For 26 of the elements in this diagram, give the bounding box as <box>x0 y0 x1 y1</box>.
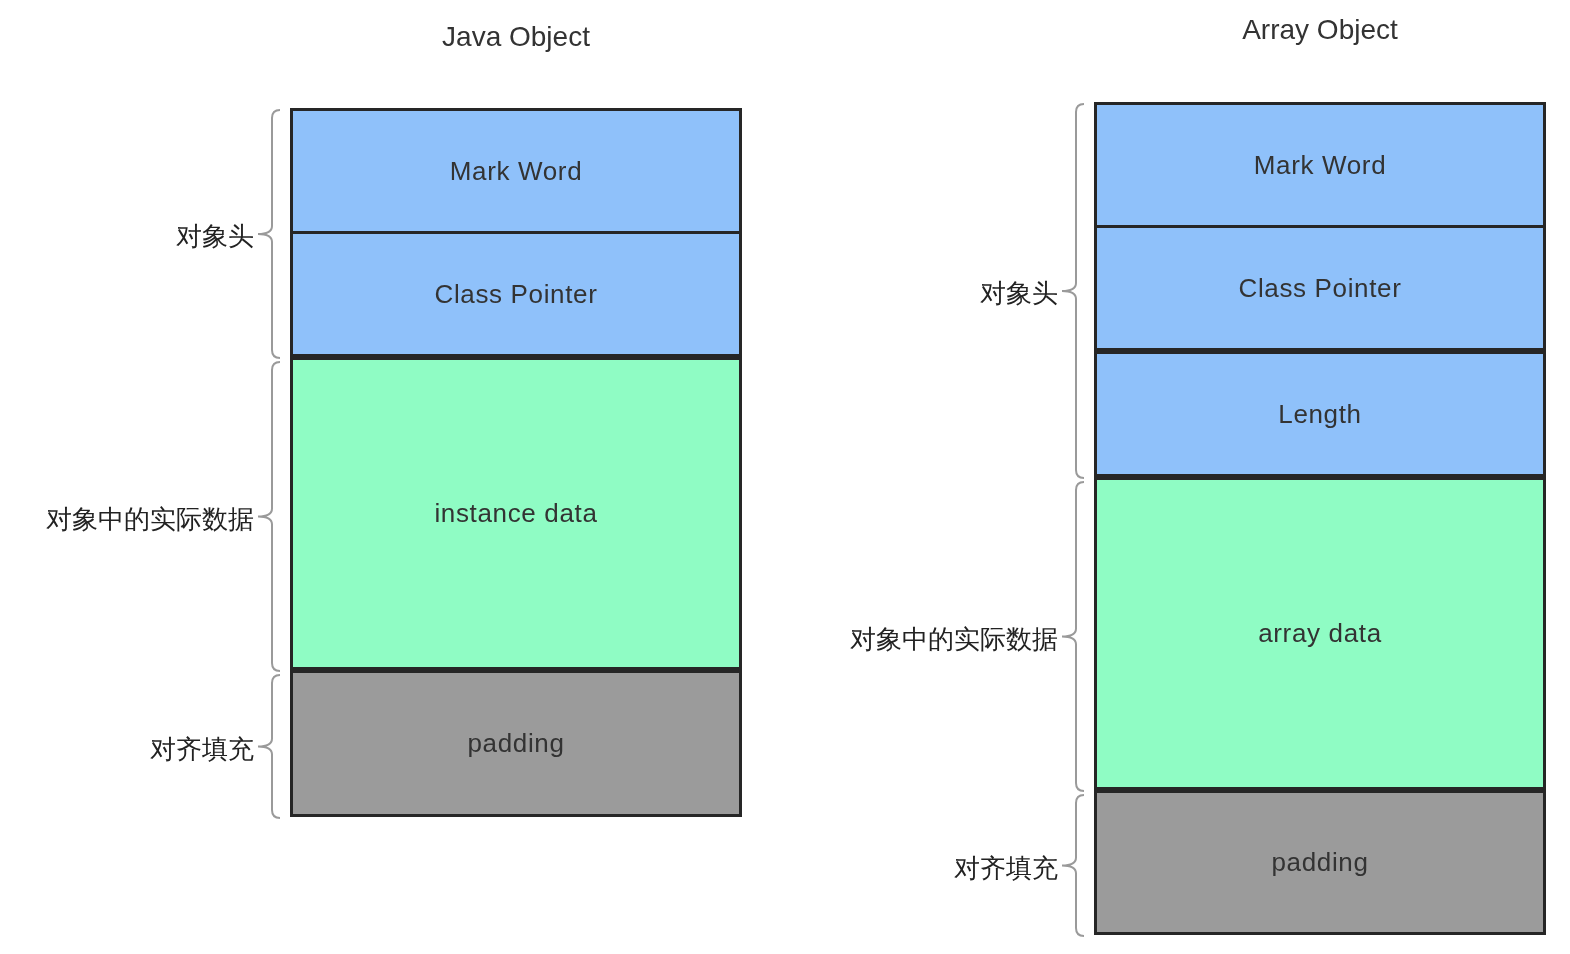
block-label: Class Pointer <box>434 277 598 311</box>
data-block <box>1094 477 1546 790</box>
header-field-block <box>1094 351 1546 477</box>
padding-block <box>290 670 742 817</box>
section-label: 对齐填充 <box>150 732 254 766</box>
header-field-block <box>1094 102 1546 228</box>
padding-block <box>1094 790 1546 935</box>
section-label: 对齐填充 <box>954 851 1058 885</box>
diagram-heading: Java Object <box>442 20 590 54</box>
block-label: padding <box>1271 846 1369 879</box>
block-label: Class Pointer <box>1238 271 1402 305</box>
header-field-block <box>290 231 742 357</box>
diagram-heading: Array Object <box>1242 13 1398 47</box>
block-label: Length <box>1278 397 1362 431</box>
section-label: 对象头 <box>980 277 1058 310</box>
block-label: padding <box>467 727 565 760</box>
block-label: Mark Word <box>1253 148 1387 182</box>
block-label: array data <box>1258 617 1382 650</box>
header-field-block <box>1094 225 1546 351</box>
block-label: instance data <box>434 497 598 530</box>
block-label: Mark Word <box>449 154 583 188</box>
section-label: 对象中的实际数据 <box>850 622 1058 656</box>
section-label: 对象中的实际数据 <box>46 502 254 536</box>
data-block <box>290 357 742 670</box>
section-label: 对象头 <box>176 220 254 253</box>
header-field-block <box>290 108 742 234</box>
